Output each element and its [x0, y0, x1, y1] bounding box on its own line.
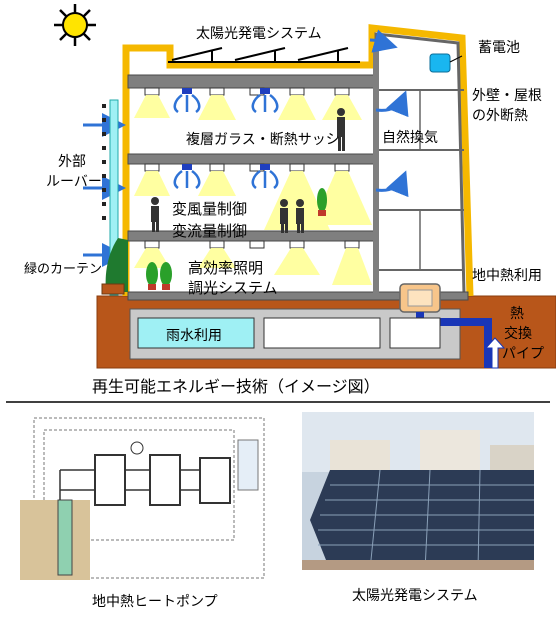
label-rainwater: 雨水利用 — [166, 328, 222, 344]
basement-rooms — [137, 317, 441, 349]
stair-tower — [374, 32, 466, 296]
label-natural-ventilation: 自然換気 — [382, 129, 438, 146]
label-exterior-insulation: 外壁・屋根の外断熱 — [472, 88, 542, 124]
heat-exchange-pipe — [416, 312, 492, 368]
exterior-louver — [102, 99, 119, 296]
label-heat-exchange-pipe: 熱交換パイプ — [502, 306, 544, 362]
green-curtain — [101, 238, 128, 295]
caption-heat-pump: 地中熱ヒートポンプ — [92, 594, 218, 610]
potted-plants — [146, 188, 327, 290]
solar-panels — [168, 47, 360, 63]
caption-solar-system: 太陽光発電システム — [352, 588, 478, 604]
heat-pump-schematic — [20, 417, 265, 580]
sun-icon — [54, 4, 96, 46]
label-battery: 蓄電池 — [478, 40, 520, 56]
label-geothermal: 地中熱利用 — [472, 268, 542, 284]
solar-panel-photo — [302, 412, 534, 571]
label-louver: 外部ルーバー — [46, 154, 102, 190]
people-figures — [151, 108, 345, 233]
battery-icon — [429, 53, 451, 73]
label-glass-sash: 複層ガラス・断熱サッシ — [186, 131, 340, 148]
label-variable-control: 変風量制御変流量制御 — [172, 200, 247, 240]
label-efficient-lighting: 高効率照明調光システム — [188, 259, 278, 297]
air-diffusers — [173, 88, 279, 190]
diagram-title: 再生可能エネルギー技術（イメージ図） — [92, 377, 380, 396]
heat-exchange-arrow — [484, 337, 506, 369]
exterior-insulation-wall — [122, 24, 474, 297]
geothermal-unit-window — [407, 289, 433, 307]
label-green-curtain: 緑のカーテン — [24, 262, 102, 277]
label-solar-system: 太陽光発電システム — [196, 26, 322, 42]
